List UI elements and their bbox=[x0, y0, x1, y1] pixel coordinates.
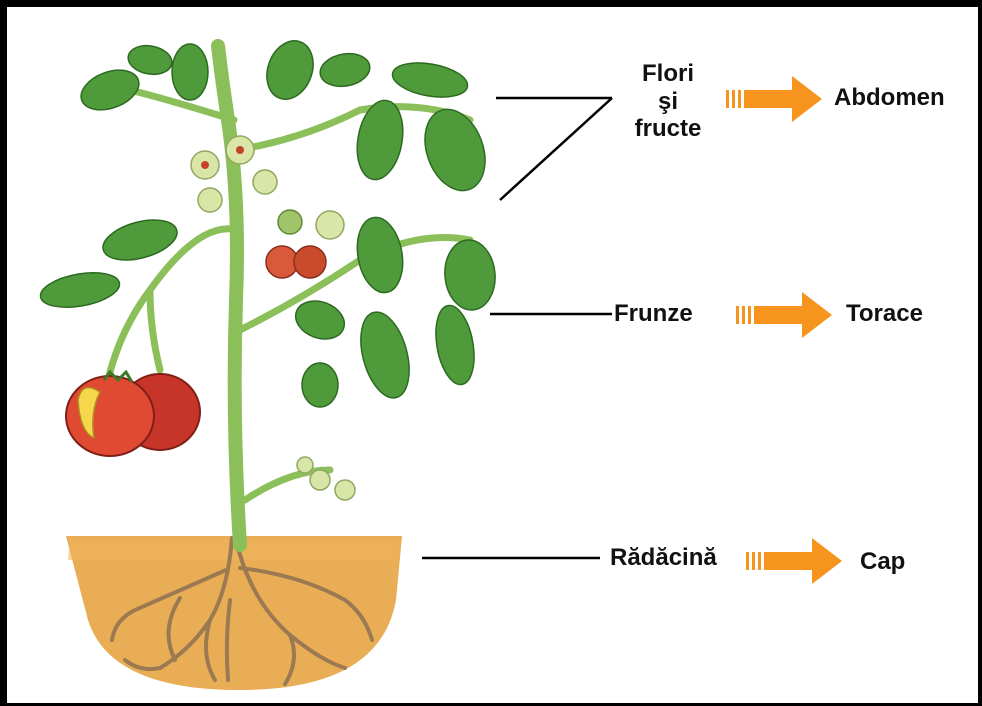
label-flowers-line1: Flori bbox=[624, 60, 712, 88]
arrow-right-icon bbox=[726, 76, 822, 122]
label-abdomen: Abdomen bbox=[834, 84, 945, 112]
arrow-right-icon bbox=[736, 292, 832, 338]
label-flowers-fruits: Flori şi fructe bbox=[624, 60, 712, 143]
label-head: Cap bbox=[860, 548, 905, 576]
label-flowers-line2: şi bbox=[624, 88, 712, 116]
arrow-right-icon bbox=[746, 538, 842, 584]
label-root: Rădăcină bbox=[610, 544, 717, 572]
label-thorax: Torace bbox=[846, 300, 923, 328]
label-leaves: Frunze bbox=[614, 300, 693, 328]
label-flowers-line3: fructe bbox=[624, 115, 712, 143]
